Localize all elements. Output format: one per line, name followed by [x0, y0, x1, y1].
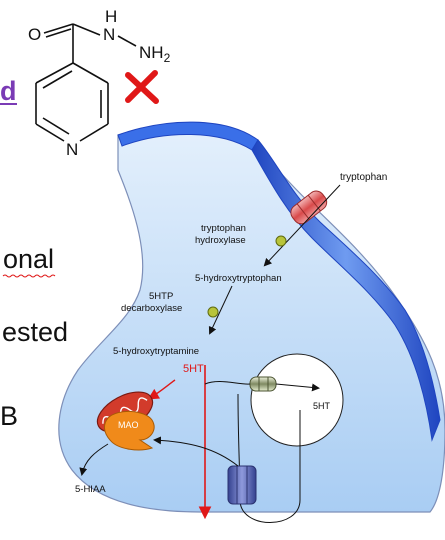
label-5ht-vesicle: 5HT	[313, 401, 331, 411]
red-x-mark	[125, 70, 159, 104]
label-decarb-1: 5HTP	[149, 291, 173, 302]
serotonin-reuptake-transporter	[227, 465, 257, 505]
label-5-hiaa: 5-HIAA	[75, 484, 106, 495]
label-tryptophan: tryptophan	[340, 172, 387, 183]
label-5-hydroxytryptamine: 5-hydroxytryptamine	[113, 346, 199, 357]
label-5-hydroxytryptophan: 5-hydroxytryptophan	[195, 273, 282, 284]
fragment-d: d	[0, 76, 17, 106]
arrow-into-vesicle	[204, 382, 318, 388]
enzyme-decarboxylase	[207, 306, 219, 318]
label-tph-2: hydroxylase	[195, 235, 246, 246]
atom-nh2: NH2	[139, 43, 171, 65]
isoniazid-structure	[35, 23, 137, 142]
label-mao: MAO	[118, 420, 139, 430]
vesicular-transporter	[249, 376, 277, 392]
label-5ht-red: 5HT	[183, 363, 204, 375]
arrow-to-mao	[153, 436, 239, 467]
fragment-onal: onal	[3, 244, 54, 274]
arrow-tryptophan-in	[263, 184, 341, 267]
reuptake-loop-line	[237, 393, 301, 523]
fragment-ested: ested	[2, 317, 68, 347]
label-decarb-2: decarboxylase	[121, 303, 182, 314]
arrow-to-5htp-step	[208, 285, 233, 335]
fragment-b: B	[0, 401, 18, 431]
atom-h: H	[105, 7, 117, 26]
atom-n-amide: N	[103, 25, 115, 44]
atom-n-ring: N	[66, 140, 78, 159]
red-curve-arrow	[147, 379, 176, 400]
vesicle	[250, 353, 344, 447]
mao-enzyme	[104, 411, 155, 451]
spellcheck-squiggle	[2, 274, 56, 278]
enzyme-tph	[275, 235, 287, 247]
atom-o: O	[28, 25, 41, 44]
label-tph-1: tryptophan	[201, 223, 246, 234]
arrow-to-5hiaa	[79, 443, 109, 476]
